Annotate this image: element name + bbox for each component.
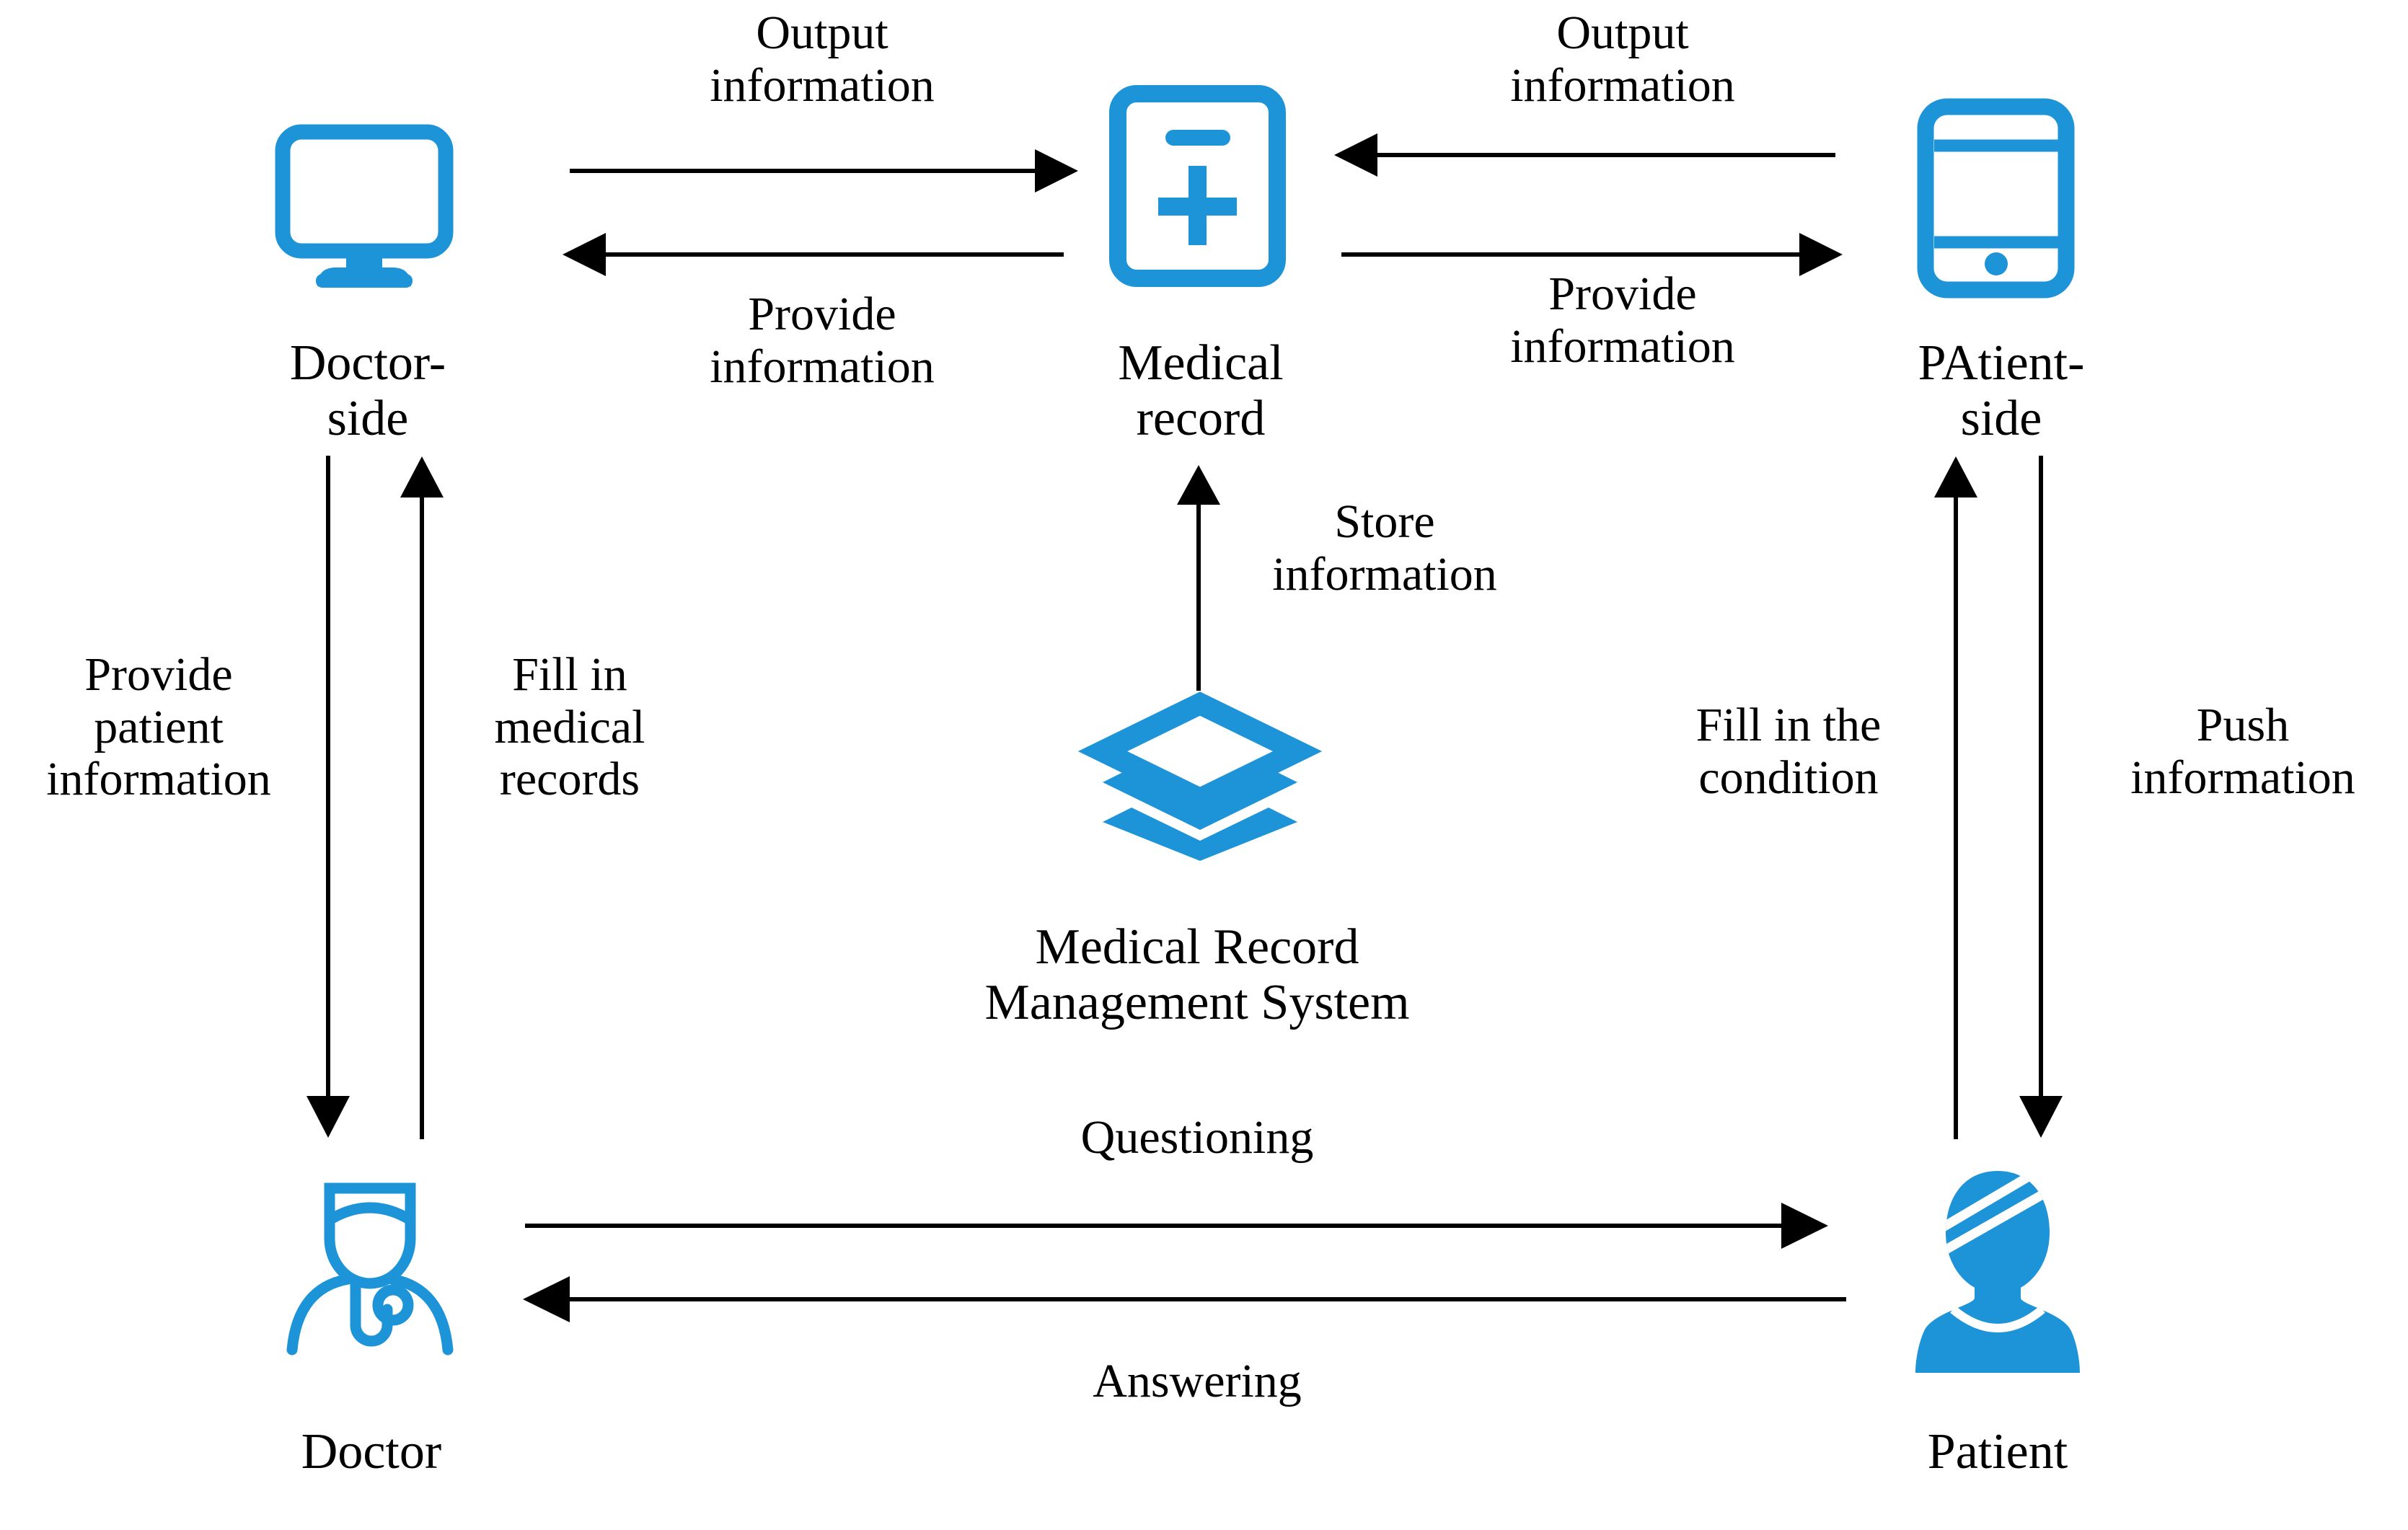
arrow-patientside-to-record: [1334, 133, 1835, 177]
arrow-patient-to-doctor: [523, 1276, 1846, 1322]
tablet-icon: [1917, 98, 2075, 299]
layers-icon: [1077, 691, 1323, 865]
arrow-mrms-to-record: [1177, 465, 1220, 691]
arrow-doctor-to-patient: [525, 1203, 1828, 1249]
node-label-patient-side: PAtient- side: [1918, 335, 2085, 446]
arrow-doctorside-to-doctor: [306, 456, 350, 1138]
arrow-patientside-to-patient: [2019, 456, 2063, 1138]
edge-label-record-to-patientside: Provide information: [1510, 267, 1735, 373]
edge-label-patientside-to-record: Output information: [1510, 6, 1735, 112]
edge-label-patientside-to-patient: Push information: [2130, 699, 2355, 804]
arrow-doctor-to-doctorside: [400, 456, 444, 1139]
node-label-patient: Patient: [1927, 1424, 2068, 1480]
edge-label-mrms-to-record: Store information: [1272, 495, 1497, 601]
arrow-patient-to-patientside: [1934, 456, 1977, 1139]
node-label-doctor-side: Doctor- side: [289, 335, 446, 446]
edge-label-doctorside-to-doctor: Provide patient information: [46, 648, 271, 806]
patient-icon: [1911, 1168, 2084, 1373]
node-label-mrms: Medical Record Management System: [984, 919, 1410, 1030]
edge-label-patient-to-doctor: Answering: [1093, 1355, 1302, 1407]
node-label-doctor: Doctor: [301, 1424, 442, 1480]
node-label-medical-record: Medical record: [1118, 335, 1284, 446]
monitor-icon: [274, 124, 454, 296]
edge-label-record-to-doctorside: Provide information: [710, 288, 935, 393]
arrow-record-to-patientside: [1341, 233, 1843, 276]
doctor-icon: [278, 1175, 462, 1363]
edge-label-patient-to-patientside: Fill in the condition: [1695, 699, 1882, 804]
medical-file-icon: [1109, 85, 1286, 287]
edge-label-doctor-to-patient: Questioning: [1080, 1111, 1314, 1164]
edge-label-doctor-to-doctorside: Fill in medical records: [494, 648, 645, 806]
edge-label-doctorside-to-record: Output information: [710, 6, 935, 112]
arrow-doctorside-to-record: [570, 149, 1078, 193]
arrow-record-to-doctorside: [563, 233, 1064, 276]
